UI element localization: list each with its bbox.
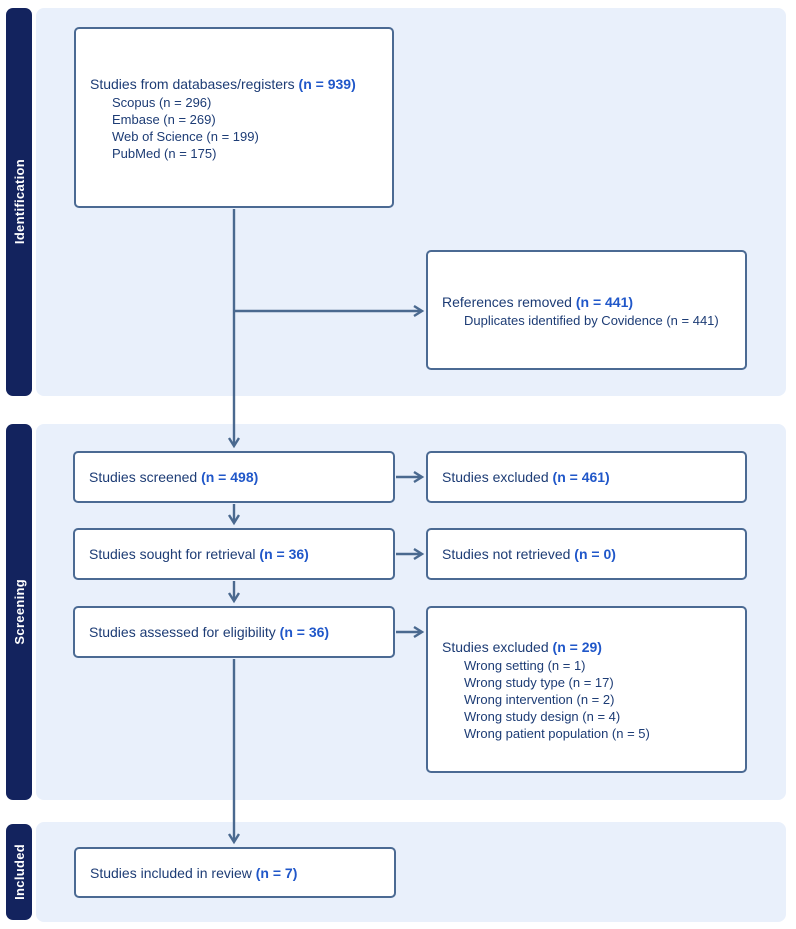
box-assessed-eligibility: Studies assessed for eligibility (n = 36… <box>73 606 395 658</box>
box-count: (n = 441) <box>575 293 634 310</box>
box-label: Studies excluded <box>442 469 549 485</box>
box-included-review: Studies included in review (n = 7) <box>74 847 396 898</box>
box-label: References removed <box>442 293 572 310</box>
identification-phase-bar: Identification <box>6 8 32 396</box>
box-excluded-eligibility: Studies excluded (n = 29) Wrong setting … <box>426 606 747 773</box>
box-sub-item: Wrong study type (n = 17) <box>464 675 614 690</box>
box-references-removed: References removed (n = 441) Duplicates … <box>426 250 747 370</box>
box-sub-item: Duplicates identified by Covidence (n = … <box>464 312 719 328</box>
box-count: (n = 29) <box>552 639 602 655</box>
box-title: Studies excluded (n = 29) <box>442 637 731 657</box>
box-label: Studies sought for retrieval <box>89 546 256 562</box>
box-title: Studies assessed for eligibility (n = 36… <box>89 622 379 642</box>
box-label: Studies screened <box>89 469 198 485</box>
box-label: Studies not retrieved <box>442 546 571 562</box>
box-count: (n = 0) <box>574 546 616 562</box>
box-label: Studies assessed for eligibility <box>89 624 276 640</box>
box-title: Studies screened (n = 498) <box>89 467 379 487</box>
screening-phase-bar: Screening <box>6 424 32 800</box>
box-sub-item: PubMed (n = 175) <box>112 145 217 161</box>
screening-phase-label: Screening <box>11 579 27 645</box>
box-databases: Studies from databases/registers (n = 93… <box>74 27 394 208</box>
box-title: Studies not retrieved (n = 0) <box>442 544 731 564</box>
box-sub-item: Web of Science (n = 199) <box>112 128 259 144</box>
box-excluded-screening: Studies excluded (n = 461) <box>426 451 747 503</box>
box-label: Studies from databases/registers <box>90 75 295 92</box>
box-title: Studies included in review (n = 7) <box>90 863 380 883</box>
box-count: (n = 7) <box>255 864 298 881</box>
identification-phase-label: Identification <box>11 159 27 245</box>
box-title: References removed (n = 441) <box>442 292 731 312</box>
box-count: (n = 461) <box>552 469 610 485</box>
box-title: Studies sought for retrieval (n = 36) <box>89 544 379 564</box>
box-sub-item: Wrong study design (n = 4) <box>464 709 621 724</box>
box-count: (n = 36) <box>279 624 330 640</box>
box-label: Studies excluded <box>442 639 549 655</box>
box-title: Studies from databases/registers (n = 93… <box>90 74 378 94</box>
included-phase-label: Included <box>11 844 27 900</box>
included-phase-bar: Included <box>6 824 32 920</box>
box-count: (n = 939) <box>298 75 356 92</box>
box-sub-item: Wrong intervention (n = 2) <box>464 692 615 707</box>
box-sub-item: Wrong setting (n = 1) <box>464 658 586 673</box>
box-count: (n = 498) <box>201 469 259 485</box>
box-sub-item: Scopus (n = 296) <box>112 94 212 110</box>
box-sought-retrieval: Studies sought for retrieval (n = 36) <box>73 528 395 580</box>
box-label: Studies included in review <box>90 864 252 881</box>
box-sub-item: Wrong patient population (n = 5) <box>464 726 650 741</box>
box-count: (n = 36) <box>259 546 309 562</box>
box-not-retrieved: Studies not retrieved (n = 0) <box>426 528 747 580</box>
box-sub-item: Embase (n = 269) <box>112 111 216 127</box>
box-title: Studies excluded (n = 461) <box>442 467 731 487</box>
box-screened: Studies screened (n = 498) <box>73 451 395 503</box>
